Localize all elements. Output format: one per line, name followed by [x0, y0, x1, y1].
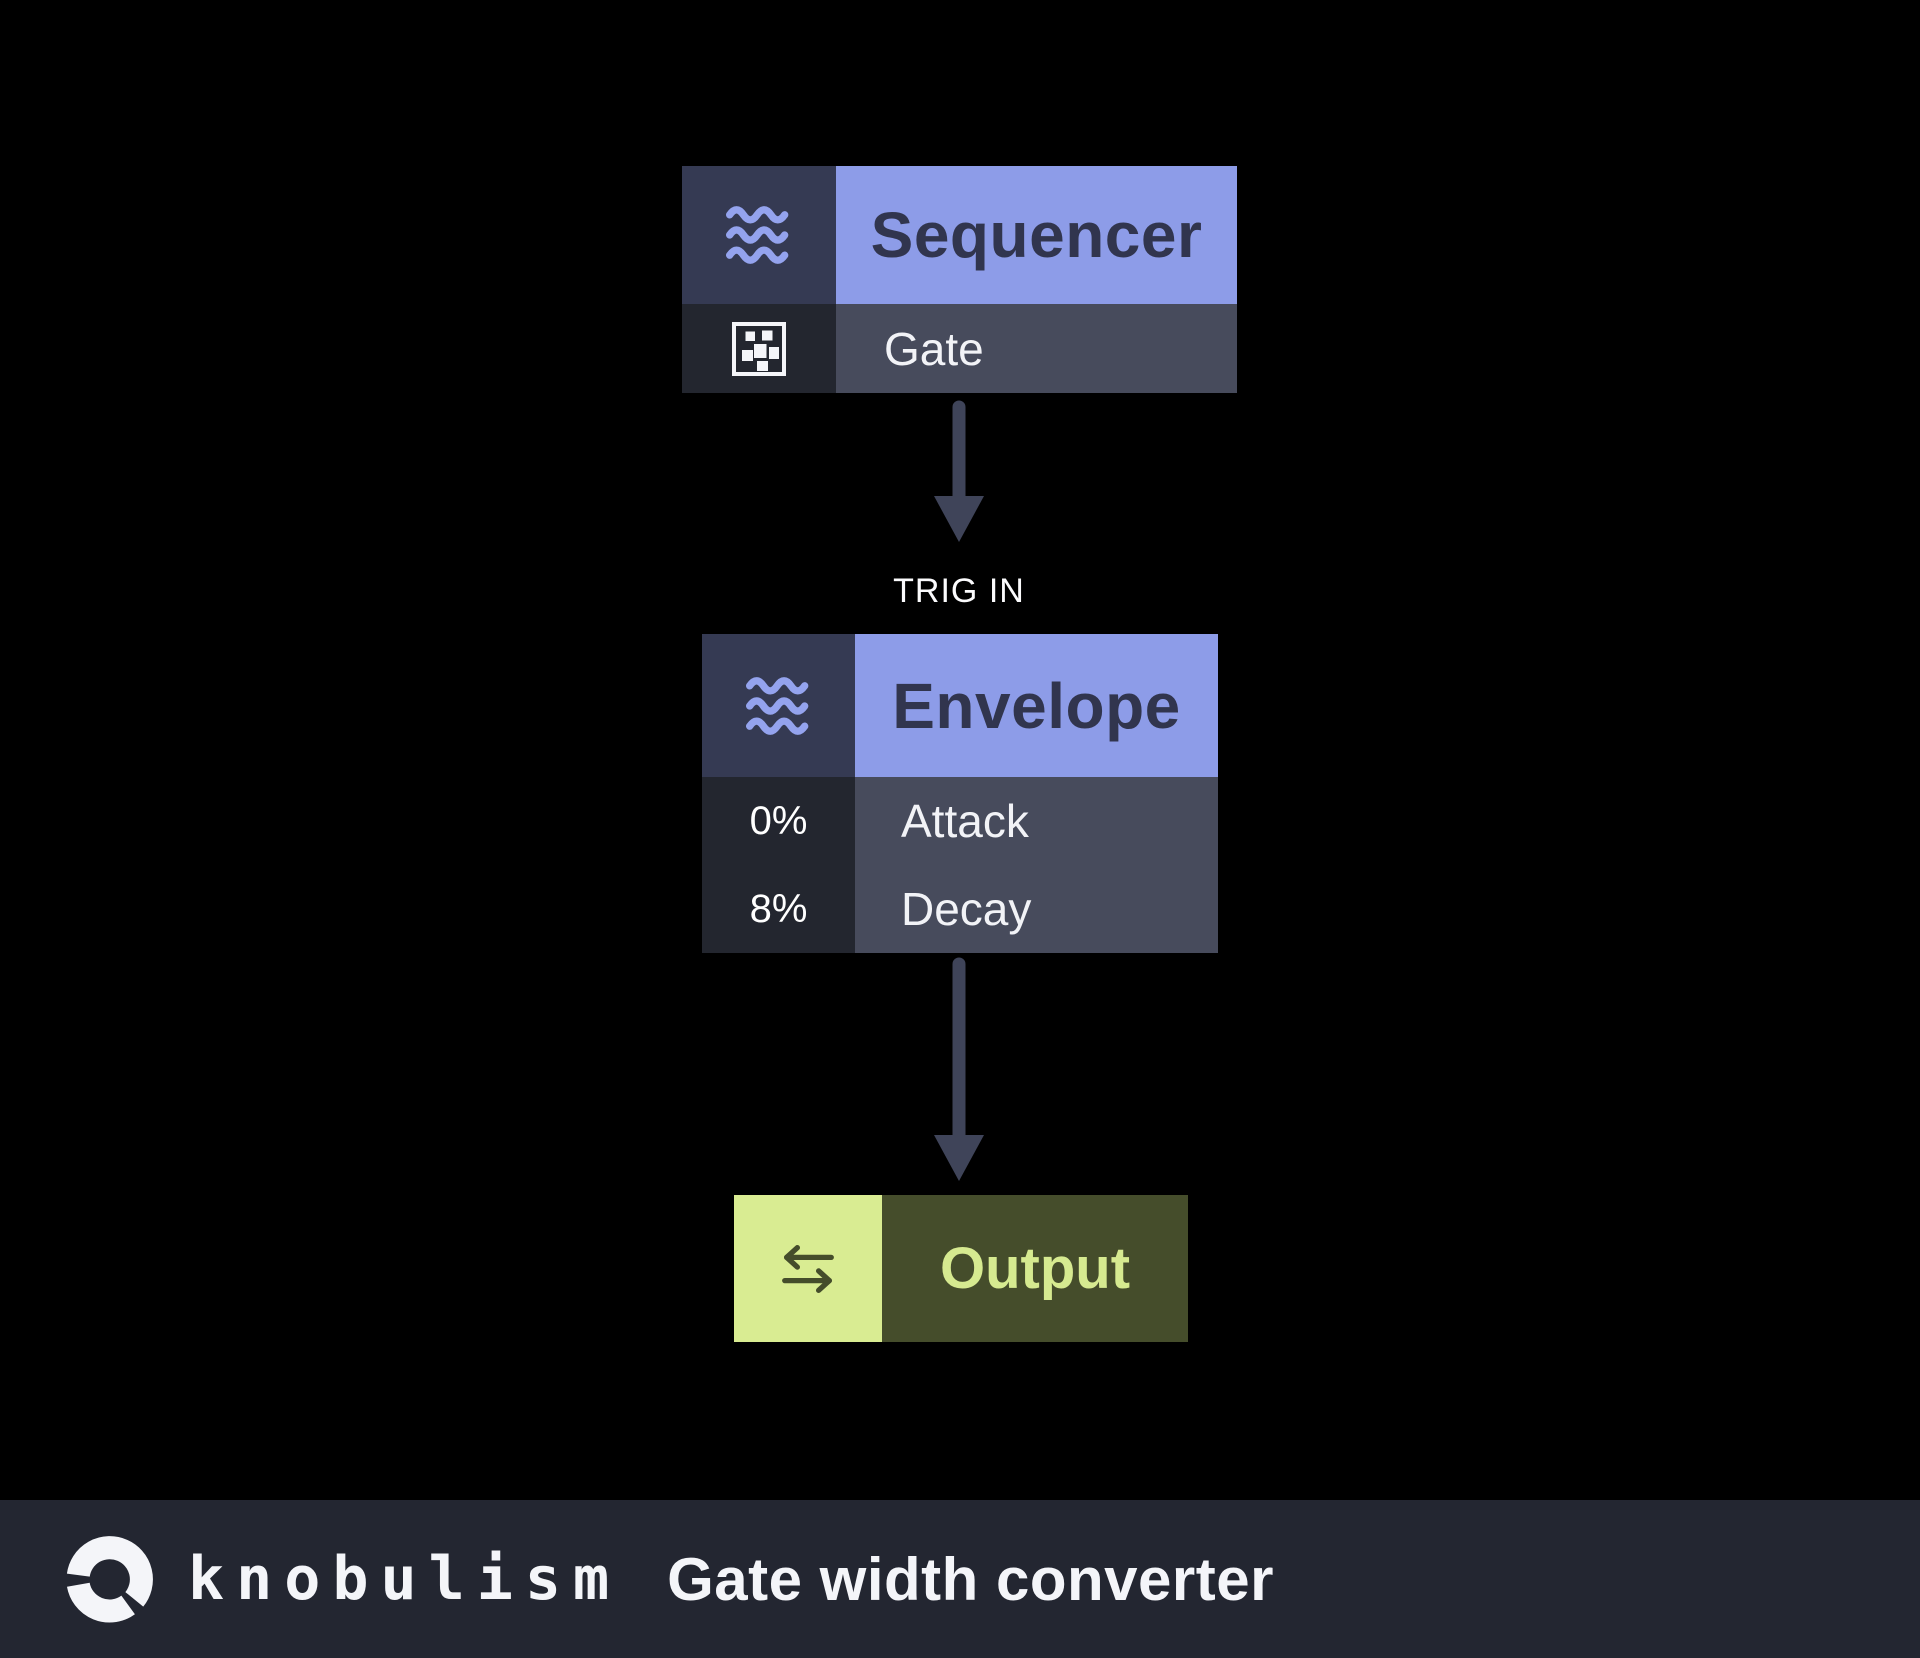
brand-name[interactable]: knobulism: [188, 1544, 622, 1614]
sequencer-icon-cell: [682, 166, 836, 304]
envelope-title: Envelope: [892, 669, 1181, 742]
output-title: Output: [939, 1236, 1131, 1301]
envelope-header: Envelope: [855, 634, 1218, 777]
footer-bar: knobulism Gate width converter: [0, 1500, 1920, 1658]
page-title: Gate width converter: [667, 1545, 1274, 1613]
attack-value: 0%: [749, 798, 808, 843]
knob-logo-icon[interactable]: [62, 1531, 158, 1627]
envelope-icon-cell: [702, 634, 855, 777]
node-output[interactable]: Output: [734, 1195, 1188, 1342]
attack-value-cell[interactable]: 0%: [702, 777, 855, 865]
waves-icon: [745, 676, 808, 735]
gate-port-row[interactable]: Gate: [836, 304, 1237, 393]
transfer-arrows-icon: [782, 1244, 834, 1293]
connection-arrow-sequencer-envelope: [934, 400, 984, 542]
gate-port-icon-cell: [682, 304, 836, 393]
output-body: Output: [882, 1195, 1188, 1342]
node-sequencer[interactable]: Sequencer Gate: [682, 166, 1237, 393]
gate-port-label: Gate: [884, 322, 984, 375]
node-envelope[interactable]: Envelope 0% Attack 8% Decay: [702, 634, 1218, 953]
output-icon-cell: [734, 1195, 882, 1342]
checker-pattern-icon: [732, 321, 786, 376]
decay-label: Decay: [901, 883, 1032, 935]
attack-param-row[interactable]: Attack: [855, 777, 1218, 865]
decay-value: 8%: [749, 886, 808, 931]
sequencer-header: Sequencer: [836, 166, 1237, 304]
decay-value-cell[interactable]: 8%: [702, 865, 855, 953]
waves-icon: [726, 206, 789, 264]
decay-param-row[interactable]: Decay: [855, 865, 1218, 953]
trig-in-label: TRIG IN: [893, 572, 1025, 610]
attack-label: Attack: [901, 795, 1029, 847]
connection-arrow-envelope-output: [934, 957, 984, 1181]
sequencer-title: Sequencer: [870, 199, 1203, 271]
